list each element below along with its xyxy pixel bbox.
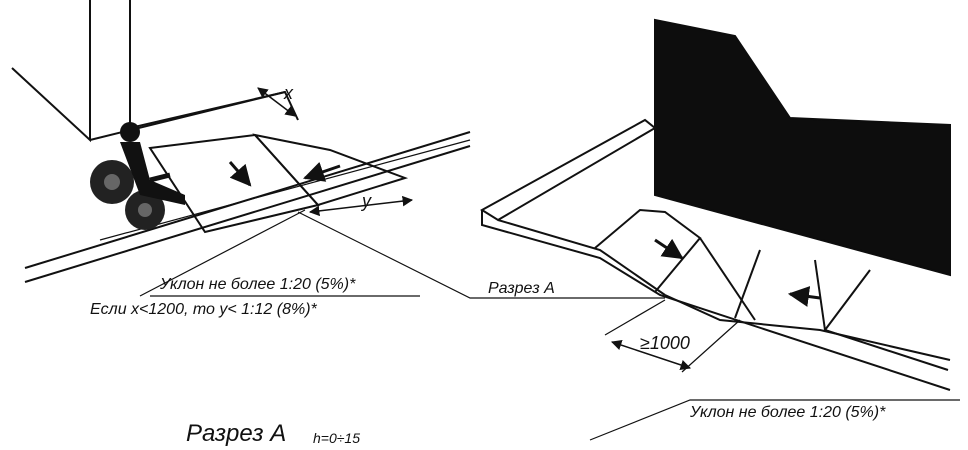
slope-arrow-icon [303, 161, 341, 182]
slope-note-left: Уклон не более 1:20 (5%)* [160, 276, 356, 293]
section-title: Разрез A [186, 420, 287, 447]
platform [480, 118, 657, 222]
height-note: h=0÷15 [313, 430, 361, 446]
lane-2 [699, 237, 756, 321]
left-ramp-drawing [11, 0, 665, 299]
wheelchair-user-icon [90, 122, 185, 230]
x-label: x [284, 83, 293, 103]
slope-note-right: Уклон не более 1:20 (5%)* [690, 404, 886, 421]
y-label: y [362, 191, 371, 211]
slope-arrow-icon [228, 161, 252, 187]
section-callout: Разрез A [488, 280, 555, 297]
lane-5 [823, 269, 949, 371]
building-outline [11, 0, 286, 143]
ramp-wing [252, 133, 409, 207]
slope-arrow-icon [654, 238, 684, 260]
dark-wall [654, 18, 951, 277]
width-dimension [611, 340, 691, 370]
road-edge-3 [99, 139, 471, 241]
lower-edge [664, 294, 951, 361]
lane-1 [594, 208, 702, 293]
width-extension [604, 299, 741, 373]
right-ramp-drawing [480, 18, 960, 441]
y-dimension [308, 195, 414, 217]
leader-section [297, 211, 665, 299]
leader-left [139, 209, 420, 297]
condition-note: Если x<1200, то y< 1:12 (8%)* [90, 301, 317, 318]
lane-3 [734, 249, 761, 319]
x-dimension [257, 87, 296, 117]
platform-top [497, 219, 666, 296]
min-width-label: ≥1000 [640, 333, 690, 353]
road-edge-2 [24, 145, 471, 283]
lane-4 [814, 259, 826, 331]
slope-arrow-icon [787, 286, 821, 307]
leader-right [589, 399, 960, 441]
platform-front [481, 210, 951, 391]
